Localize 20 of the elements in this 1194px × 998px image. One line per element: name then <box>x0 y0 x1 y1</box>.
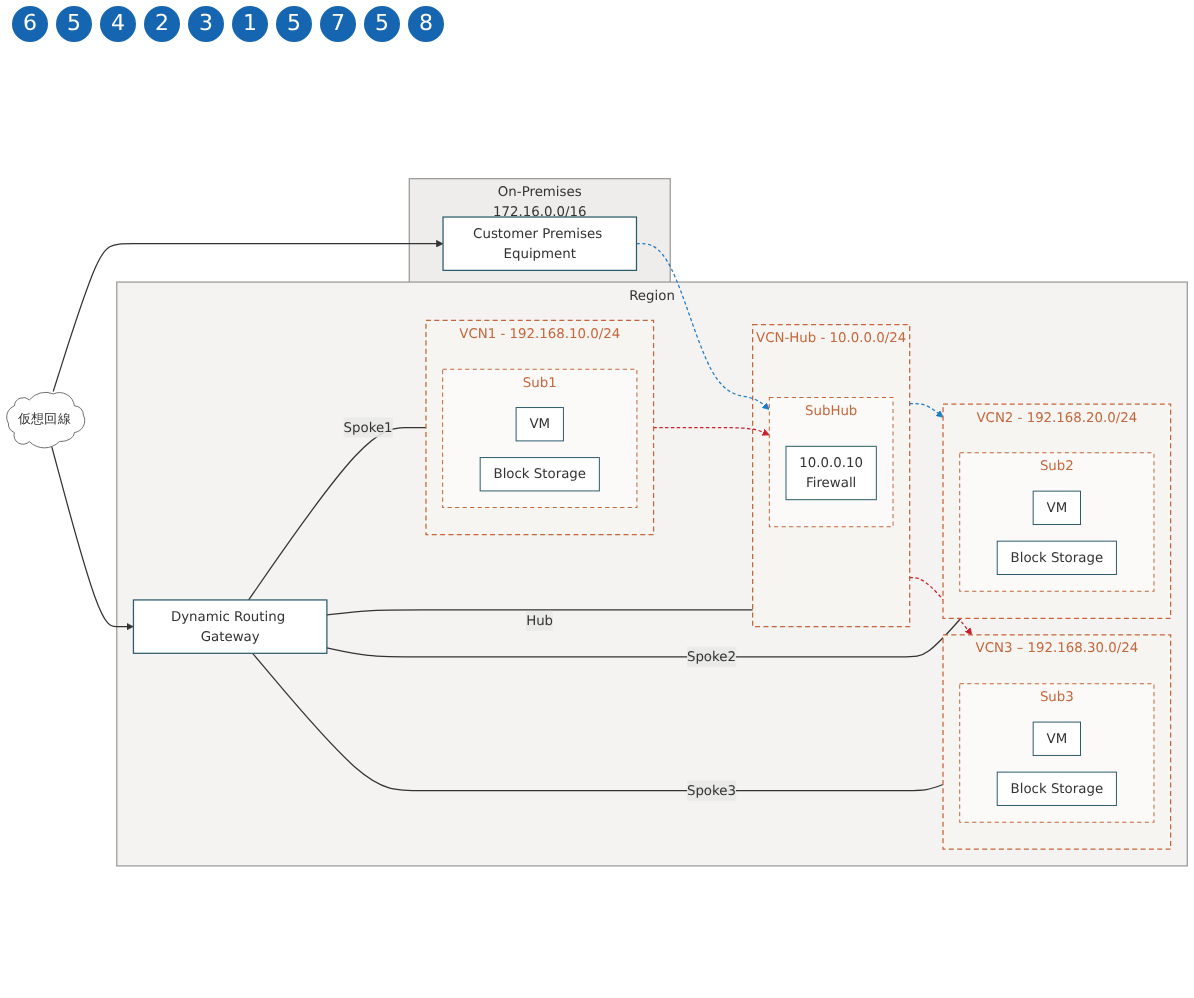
arrow <box>635 243 770 411</box>
callout-number: 3 <box>188 6 224 42</box>
arrow <box>51 447 134 631</box>
arrow <box>909 403 944 419</box>
arrow <box>52 240 444 393</box>
callout-number: 5 <box>56 6 92 42</box>
callout-number: 5 <box>364 6 400 42</box>
arrow <box>909 577 973 636</box>
callout-number: 8 <box>408 6 444 42</box>
callout-number: 5 <box>276 6 312 42</box>
connector <box>326 618 962 659</box>
callout-number: 7 <box>320 6 356 42</box>
arrow <box>652 427 770 437</box>
callout-number: 2 <box>144 6 180 42</box>
connector <box>326 610 754 617</box>
callout-number: 1 <box>232 6 268 42</box>
callout-number: 4 <box>100 6 136 42</box>
connector <box>251 653 944 792</box>
connector <box>248 427 427 602</box>
callout-number: 6 <box>12 6 48 42</box>
